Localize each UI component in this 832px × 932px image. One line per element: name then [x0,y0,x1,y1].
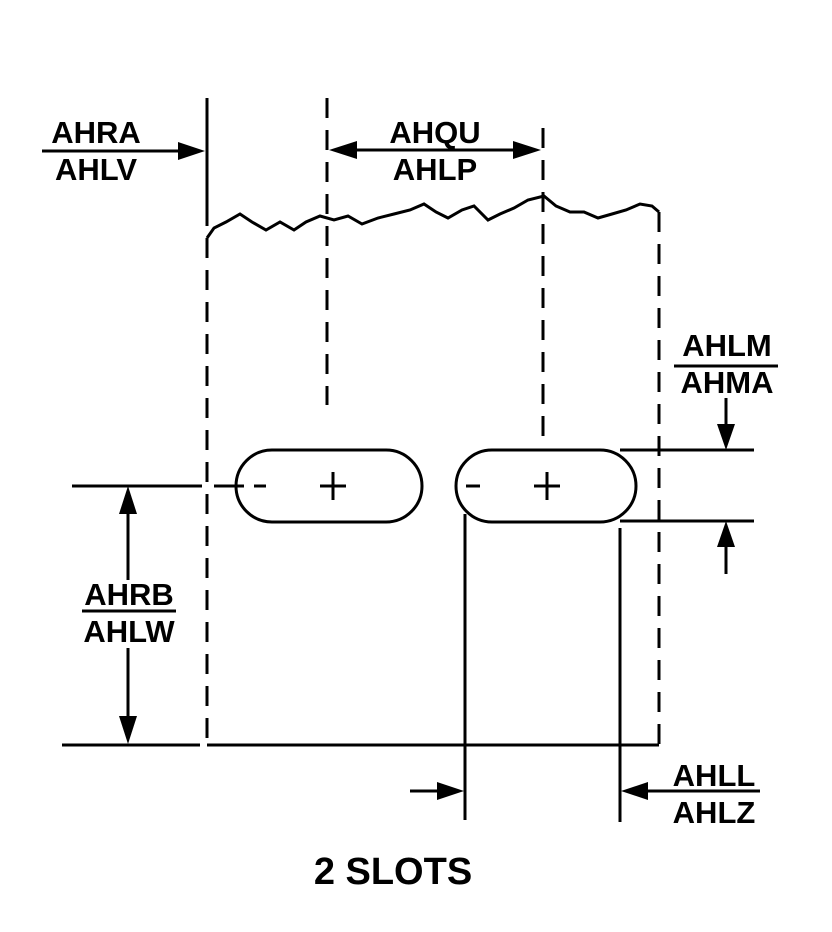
ahlm-arrowhead-bottom [717,521,735,547]
ahlz-label: AHLZ [673,795,756,830]
ahll-arrowhead-left [437,782,464,800]
ahrb-label: AHRB [84,577,174,612]
part-break-line [205,194,660,239]
ahrb-arrowhead-top [119,486,137,514]
ahrb-arrowhead-bottom [119,716,137,744]
ahlv-label: AHLV [55,152,137,187]
ahll-arrowhead-right [621,782,648,800]
ahlp-label: AHLP [393,152,477,187]
ahqu-arrowhead-right [513,141,541,159]
slot-1 [234,448,424,524]
drawing-caption: 2 SLOTS [314,851,472,893]
ahra-arrowhead [178,142,205,160]
ahlw-label: AHLW [83,614,175,649]
ahma-label: AHMA [681,365,774,400]
ahqu-label: AHQU [389,115,480,150]
ahqu-arrowhead-left [329,141,357,159]
slot-2 [454,448,638,524]
ahlm-label: AHLM [682,328,772,363]
ahlm-arrowhead-top [717,424,735,450]
ahra-label: AHRA [51,115,141,150]
ahll-label: AHLL [673,758,756,793]
